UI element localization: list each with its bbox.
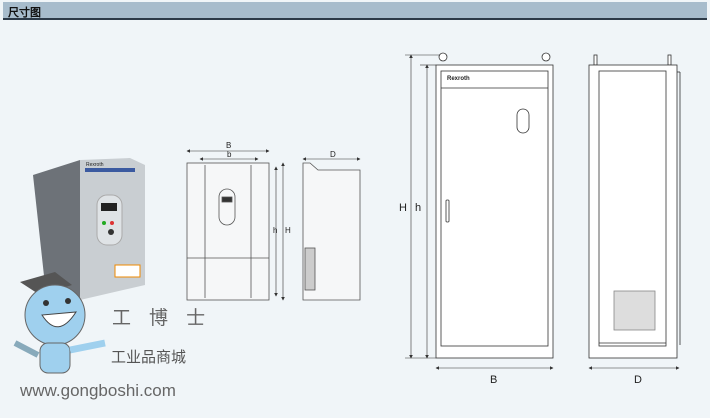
cabinet-dim-h: h [415, 202, 421, 214]
cabinet-side-view [588, 54, 681, 359]
svg-text:Rexroth: Rexroth [447, 76, 470, 82]
watermark-url: www.gongboshi.com [20, 381, 176, 400]
cabinet-dim-H: H [399, 202, 407, 214]
watermark-name: 工 博 士 [112, 307, 212, 329]
dim-D: D [330, 150, 336, 159]
dim-b: b [227, 150, 232, 159]
dim-H: H [285, 226, 291, 235]
dim-h: h [273, 226, 277, 235]
small-drive-side-view [302, 162, 361, 301]
cabinet-dim-B: B [490, 374, 497, 386]
section-header: 尺寸图 [3, 2, 707, 20]
svg-text:Rexroth: Rexroth [86, 162, 104, 168]
watermark-subtitle: 工业品商城 [111, 349, 187, 366]
dim-B: B [226, 141, 231, 150]
cabinet-dim-D: D [634, 374, 642, 386]
small-drive-front-view [186, 162, 270, 301]
section-title: 尺寸图 [8, 7, 41, 19]
product-photo: Rexroth [33, 158, 145, 300]
cabinet-front-view [435, 52, 554, 359]
mascot-logo [13, 272, 106, 374]
